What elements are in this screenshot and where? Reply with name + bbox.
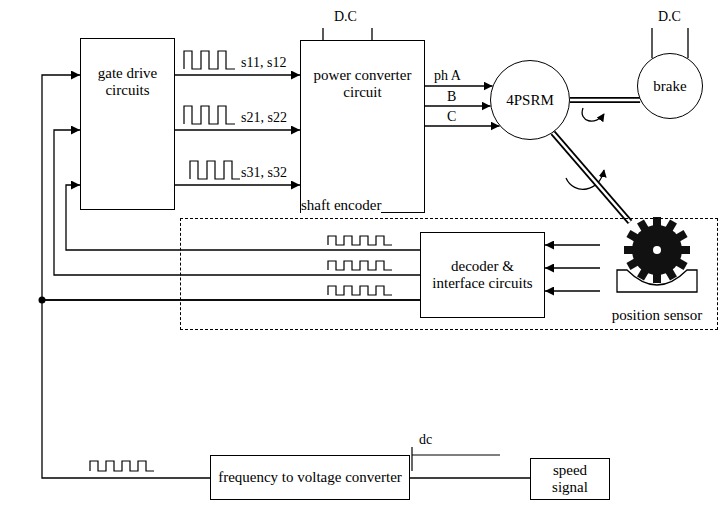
supply-label: D.C — [657, 9, 682, 24]
shaft-core — [570, 99, 640, 102]
gear-wheel — [632, 225, 682, 275]
node-text: frequency to voltage converter — [218, 469, 402, 486]
phase-label: C — [446, 109, 457, 124]
rotation-arrow — [582, 108, 604, 121]
dc-supply-lead — [651, 28, 652, 58]
pulse-waveform — [328, 236, 392, 245]
shaft-outline — [570, 97, 640, 103]
signal-wire — [42, 300, 420, 478]
signal-name: s21, s22 — [240, 110, 288, 125]
block-box: speed signal — [530, 458, 610, 500]
signal-name: s11, s12 — [240, 55, 287, 70]
block-box: gate drive circuits — [80, 38, 175, 210]
group-region: shaft encoderdecoder & interface circuit… — [180, 218, 718, 330]
motor-shaft — [570, 100, 640, 101]
wire-path — [545, 267, 600, 268]
dc-waveform — [412, 454, 500, 455]
wire-path — [175, 129, 300, 130]
node-text: position sensor — [612, 307, 702, 324]
wire-path — [545, 290, 600, 291]
pulse-waveform — [90, 461, 154, 471]
pulse-waveform — [328, 286, 392, 295]
shaft-core — [553, 133, 630, 222]
pulse-waveform — [184, 106, 235, 124]
supply-label: dc — [418, 432, 433, 447]
sensor-head — [617, 270, 697, 292]
signal-wire — [425, 86, 493, 87]
signal-wire — [410, 478, 530, 479]
group-heading: shaft encoder — [301, 197, 381, 214]
signal-wire — [175, 185, 300, 186]
wire-path — [42, 300, 420, 478]
signal-wire — [175, 130, 300, 131]
phase-label: ph A — [433, 68, 462, 83]
wire-path — [545, 244, 600, 245]
block-box: power converter circuit — [300, 40, 425, 213]
wire-path — [175, 74, 300, 75]
phase-label: B — [446, 89, 457, 104]
pulse-waveform — [190, 161, 241, 179]
signal-wire — [425, 126, 500, 127]
motor-shaft — [553, 133, 630, 222]
pulse-waveform — [328, 261, 392, 270]
wire-path — [425, 125, 500, 126]
machine-circle: 4PSRM — [490, 60, 570, 140]
wire-path — [410, 477, 530, 478]
node-text: brake — [653, 78, 686, 95]
node-text: gate drive circuits — [87, 65, 168, 99]
gear-hub — [653, 246, 661, 254]
signal-wire — [545, 268, 600, 269]
node-text: speed signal — [537, 462, 603, 496]
wire-path — [425, 105, 491, 106]
node-text: power converter circuit — [307, 67, 418, 101]
machine-circle: brake — [637, 53, 703, 119]
shaft-outline — [553, 133, 630, 222]
wire-path — [425, 85, 493, 86]
signal-wire — [545, 245, 600, 246]
sensor-area: position sensor — [600, 222, 714, 326]
dc-supply-lead — [371, 28, 372, 40]
signal-wire — [175, 75, 300, 76]
signal-name: s31, s32 — [240, 165, 288, 180]
dc-supply-lead — [322, 28, 323, 40]
pulse-waveform — [184, 51, 235, 69]
signal-wire — [425, 106, 491, 107]
signal-wire — [545, 291, 600, 292]
dc-supply-lead — [687, 28, 688, 58]
block-box: frequency to voltage converter — [210, 455, 410, 500]
block-box: decoder & interface circuits — [420, 232, 545, 318]
dc-waveform — [411, 447, 412, 471]
supply-label: D.C — [333, 9, 358, 24]
wire-path — [175, 184, 300, 185]
node-text: decoder & interface circuits — [427, 258, 538, 292]
node-text: 4PSRM — [506, 92, 554, 109]
